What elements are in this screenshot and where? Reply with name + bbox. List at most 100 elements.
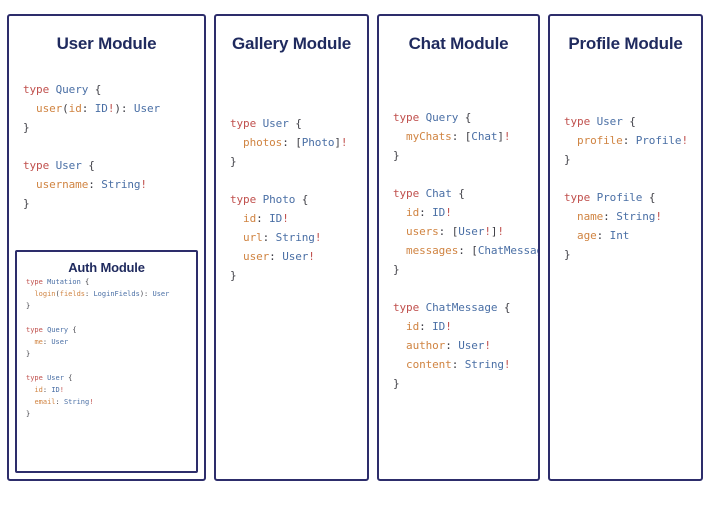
code-line: id: ID! <box>230 209 361 228</box>
code-token-field: photos <box>243 135 283 149</box>
code-line: id: ID! <box>393 317 532 336</box>
code-token-field: username <box>36 177 89 191</box>
code-token-type: String <box>101 177 141 191</box>
code-token-bang: ! <box>140 177 147 191</box>
code-token-punct <box>230 231 243 244</box>
code-token-bang: ! <box>282 211 289 225</box>
code-block-gap <box>230 171 361 190</box>
code-block: type Mutation { login(fields: LoginField… <box>26 276 192 312</box>
code-token-field: login <box>34 289 56 298</box>
code-token-type: ID <box>51 385 60 394</box>
code-line: } <box>393 146 532 165</box>
code-token-type: User <box>55 158 82 172</box>
code-line: messages: [ChatMessage]! <box>393 241 538 260</box>
code-token-type: LoginFields <box>93 289 140 298</box>
code-token-field: content <box>406 357 452 371</box>
code-token-field: id <box>406 319 420 333</box>
module-card-auth[interactable]: Auth Module type Mutation { login(fields… <box>15 250 198 473</box>
code-line: type Photo { <box>230 190 361 209</box>
code-token-bang: ! <box>681 133 688 147</box>
code-line: } <box>26 300 192 312</box>
code-line: } <box>26 408 192 420</box>
code-token-field: myChats <box>406 129 452 143</box>
code-token-bang: ! <box>503 129 511 143</box>
code-token-type: String <box>616 209 656 223</box>
code-block: type User { photos: [Photo]!} <box>230 114 361 171</box>
code-token-punct: { <box>88 82 102 96</box>
code-token-field: users <box>406 224 439 238</box>
code-block: type User { profile: Profile!} <box>564 112 695 169</box>
code-token-type: User <box>262 116 289 130</box>
code-token-punct: : <box>85 289 94 298</box>
code-token-bang: ! <box>89 397 94 406</box>
code-token-type: String <box>63 397 90 406</box>
spacer <box>379 393 538 479</box>
code-token-punct: } <box>230 154 237 168</box>
code-line: } <box>23 194 198 213</box>
code-token-punct: { <box>81 158 95 172</box>
code-line: users: [User!]! <box>393 222 532 241</box>
code-line: user: User! <box>230 247 361 266</box>
code-token-punct: ): <box>114 101 134 115</box>
module-title-auth: Auth Module <box>68 260 145 275</box>
code-token-type: User <box>596 114 623 128</box>
code-token-punct <box>393 320 406 333</box>
code-token-punct: : <box>256 211 270 225</box>
code-token-kw: type <box>23 82 56 96</box>
code-token-punct: } <box>23 120 30 134</box>
schema-code-gallery: type User { photos: [Photo]!} type Photo … <box>216 114 367 285</box>
code-token-bang: ! <box>59 385 64 394</box>
module-card-gallery[interactable]: Gallery Module type User { photos: [Phot… <box>214 14 369 481</box>
code-token-bang: ! <box>314 230 322 244</box>
code-token-punct: } <box>393 148 400 162</box>
code-line: type Query { <box>26 324 192 336</box>
code-block: type Query { me: User} <box>26 324 192 360</box>
code-token-punct <box>393 244 406 257</box>
code-token-punct: { <box>458 110 472 124</box>
code-line: type User { <box>26 372 192 384</box>
code-token-type: ID <box>269 211 283 225</box>
code-token-bang: ! <box>497 224 504 238</box>
code-token-type: ID <box>94 101 108 115</box>
code-token-punct: } <box>564 152 571 166</box>
code-token-punct: ): <box>139 289 153 298</box>
code-token-field: user <box>243 249 270 263</box>
module-title-chat: Chat Module <box>408 34 509 53</box>
code-token-punct: : <box>445 338 459 352</box>
code-token-punct: } <box>230 268 237 282</box>
module-card-chat[interactable]: Chat Module type Query { myChats: [Chat]… <box>377 14 540 481</box>
code-line: id: ID! <box>393 203 532 222</box>
code-token-punct: : <box>42 385 52 394</box>
code-token-punct: : <box>622 133 636 147</box>
code-token-punct: { <box>642 190 656 204</box>
code-block-gap <box>26 312 192 324</box>
code-token-field: email <box>34 397 56 406</box>
code-token-type: User <box>51 337 69 346</box>
code-token-kw: type <box>564 190 597 204</box>
code-line: myChats: [Chat]! <box>393 127 532 146</box>
code-token-punct: ] <box>490 224 498 238</box>
code-token-type: Profile <box>596 190 643 204</box>
code-token-punct: ( <box>62 101 69 115</box>
code-line: type Mutation { <box>26 276 192 288</box>
code-line: url: String! <box>230 228 361 247</box>
code-line: type Chat { <box>393 184 532 203</box>
code-token-field: me <box>34 337 43 346</box>
code-token-kw: type <box>23 158 56 172</box>
code-token-bang: ! <box>484 224 491 238</box>
code-token-type: String <box>275 230 315 244</box>
code-token-punct: : [ <box>458 243 478 257</box>
code-token-field: id <box>68 101 82 115</box>
code-token-punct: { <box>288 116 302 130</box>
code-line: } <box>393 374 532 393</box>
module-card-user[interactable]: User Module type Query { user(id: ID!): … <box>7 14 206 481</box>
code-block: type ChatMessage { id: ID! author: User!… <box>393 298 532 393</box>
module-card-profile[interactable]: Profile Module type User { profile: Prof… <box>548 14 703 481</box>
code-line: } <box>564 150 695 169</box>
code-token-field: url <box>243 230 263 244</box>
code-token-punct: } <box>564 247 571 261</box>
code-token-punct: } <box>26 301 31 310</box>
code-line: type ChatMessage { <box>393 298 532 317</box>
code-line: me: User <box>26 336 192 348</box>
code-token-field: author <box>406 338 446 352</box>
